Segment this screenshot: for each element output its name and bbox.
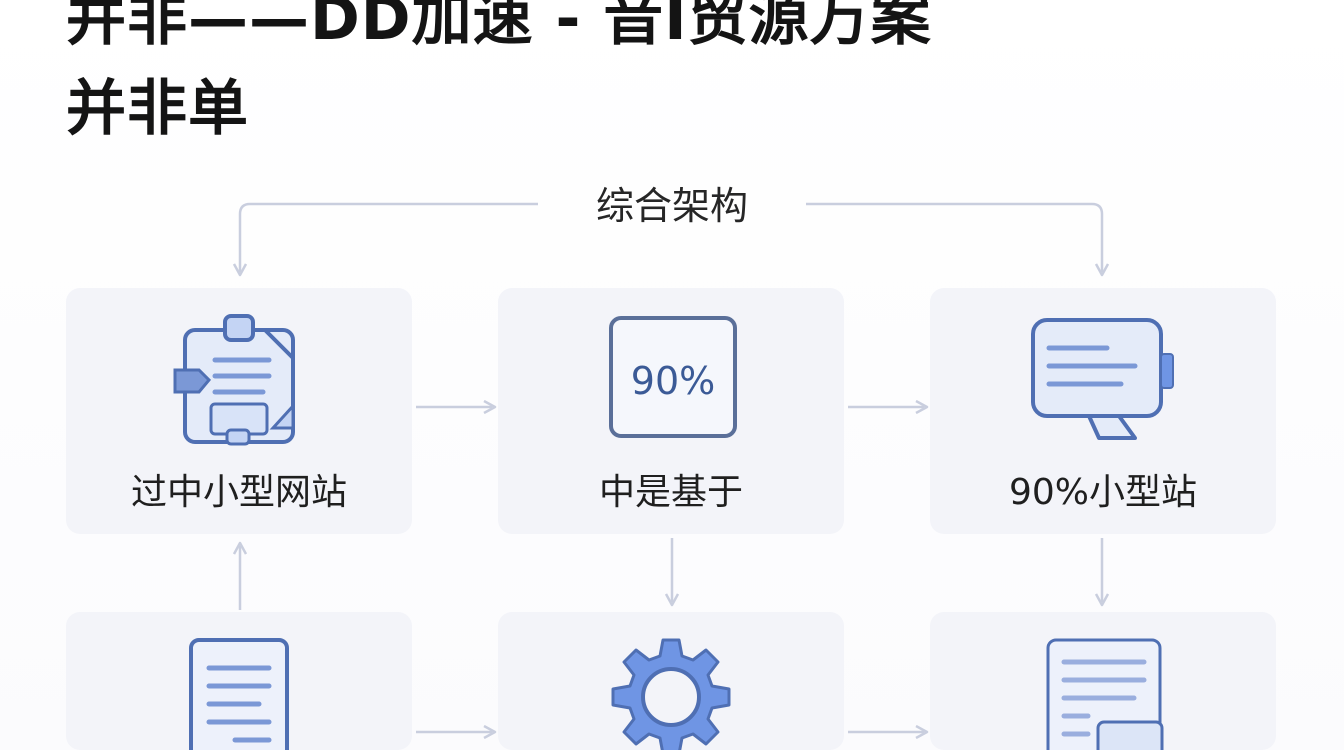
chat-bubble-icon	[1031, 318, 1174, 440]
card-website: 过中小型网站	[66, 288, 412, 534]
top-left-connector	[240, 202, 538, 272]
document-stack-icon	[1046, 638, 1164, 750]
card-label-small-site: 90%小型站	[1008, 472, 1198, 513]
card-label-based-on: 中是基于	[598, 472, 743, 513]
document-icon	[189, 638, 289, 750]
card-document-stack	[930, 612, 1276, 750]
percent-panel-icon: 90%	[609, 316, 737, 438]
card-gear	[498, 612, 844, 750]
card-based-on: 90% 中是基于	[498, 288, 844, 534]
card-small-site: 90%小型站	[930, 288, 1276, 534]
gear-icon	[611, 638, 731, 750]
card-label-website: 过中小型网站	[130, 472, 347, 513]
document-gear-icon	[173, 314, 295, 446]
percent-panel-text: 90%	[631, 359, 715, 403]
top-right-connector	[806, 202, 1102, 272]
architecture-label: 综合架构	[595, 184, 748, 228]
page-title-line-1: 并非——DD加速 - 音I贸源万案	[66, 0, 932, 54]
page-title-line-2: 并非单	[66, 74, 249, 144]
card-document	[66, 612, 412, 750]
